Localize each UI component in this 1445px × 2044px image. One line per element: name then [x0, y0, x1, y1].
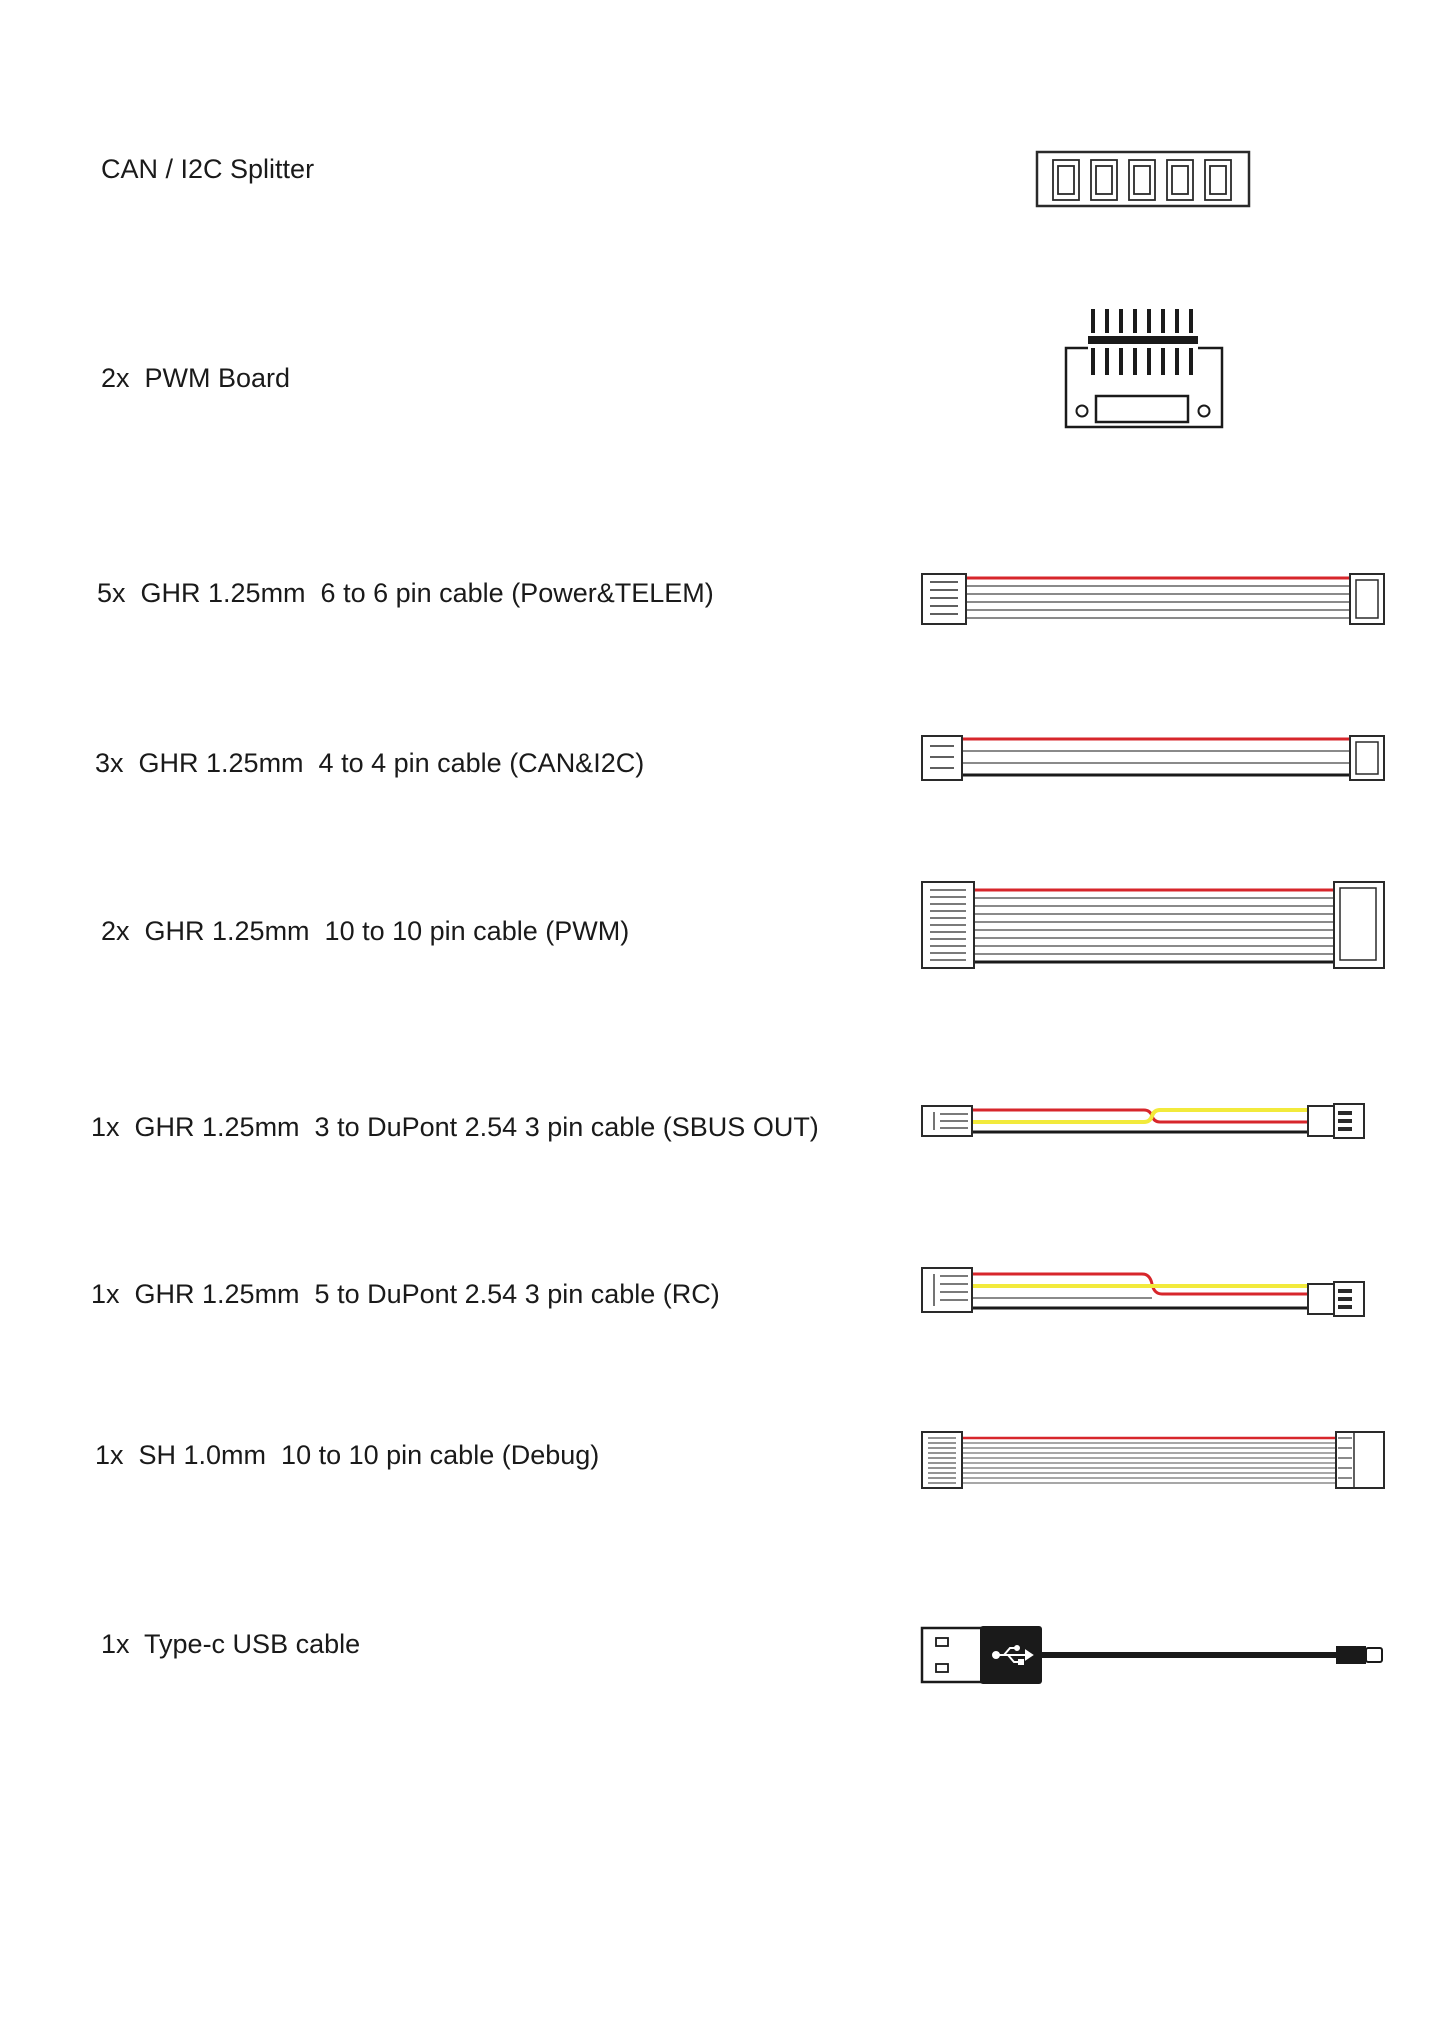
- can-i2c-splitter-icon: [1035, 150, 1251, 208]
- ghr-4pin-cable-icon: [921, 735, 1385, 781]
- ghr-10pin-cable-icon: [921, 881, 1385, 969]
- item-label-ghr-6pin-cable: 5x GHR 1.25mm 6 to 6 pin cable (Power&TE…: [97, 578, 714, 608]
- item-label-sbus-out-cable: 1x GHR 1.25mm 3 to DuPont 2.54 3 pin cab…: [91, 1112, 819, 1142]
- item-label-rc-cable: 1x GHR 1.25mm 5 to DuPont 2.54 3 pin cab…: [91, 1279, 720, 1309]
- sh-debug-cable-icon: [921, 1431, 1385, 1489]
- item-label-pwm-board: 2x PWM Board: [101, 363, 291, 393]
- sbus-out-cable-icon: [921, 1103, 1365, 1139]
- pwm-board-icon: [1064, 309, 1224, 429]
- item-label-usb-cable: 1x Type-c USB cable: [101, 1629, 361, 1659]
- ghr-6pin-cable-icon: [921, 573, 1385, 625]
- item-label-ghr-10pin-cable: 2x GHR 1.25mm 10 to 10 pin cable (PWM): [101, 916, 630, 946]
- item-label-ghr-4pin-cable: 3x GHR 1.25mm 4 to 4 pin cable (CAN&I2C): [95, 748, 645, 778]
- item-label-can-i2c-splitter: CAN / I2C Splitter: [101, 154, 315, 184]
- rc-cable-icon: [921, 1267, 1365, 1317]
- item-label-sh-debug-cable: 1x SH 1.0mm 10 to 10 pin cable (Debug): [95, 1440, 600, 1470]
- usb-logo-icon: [992, 1645, 1034, 1665]
- usb-type-c-cable-icon: [920, 1626, 1383, 1684]
